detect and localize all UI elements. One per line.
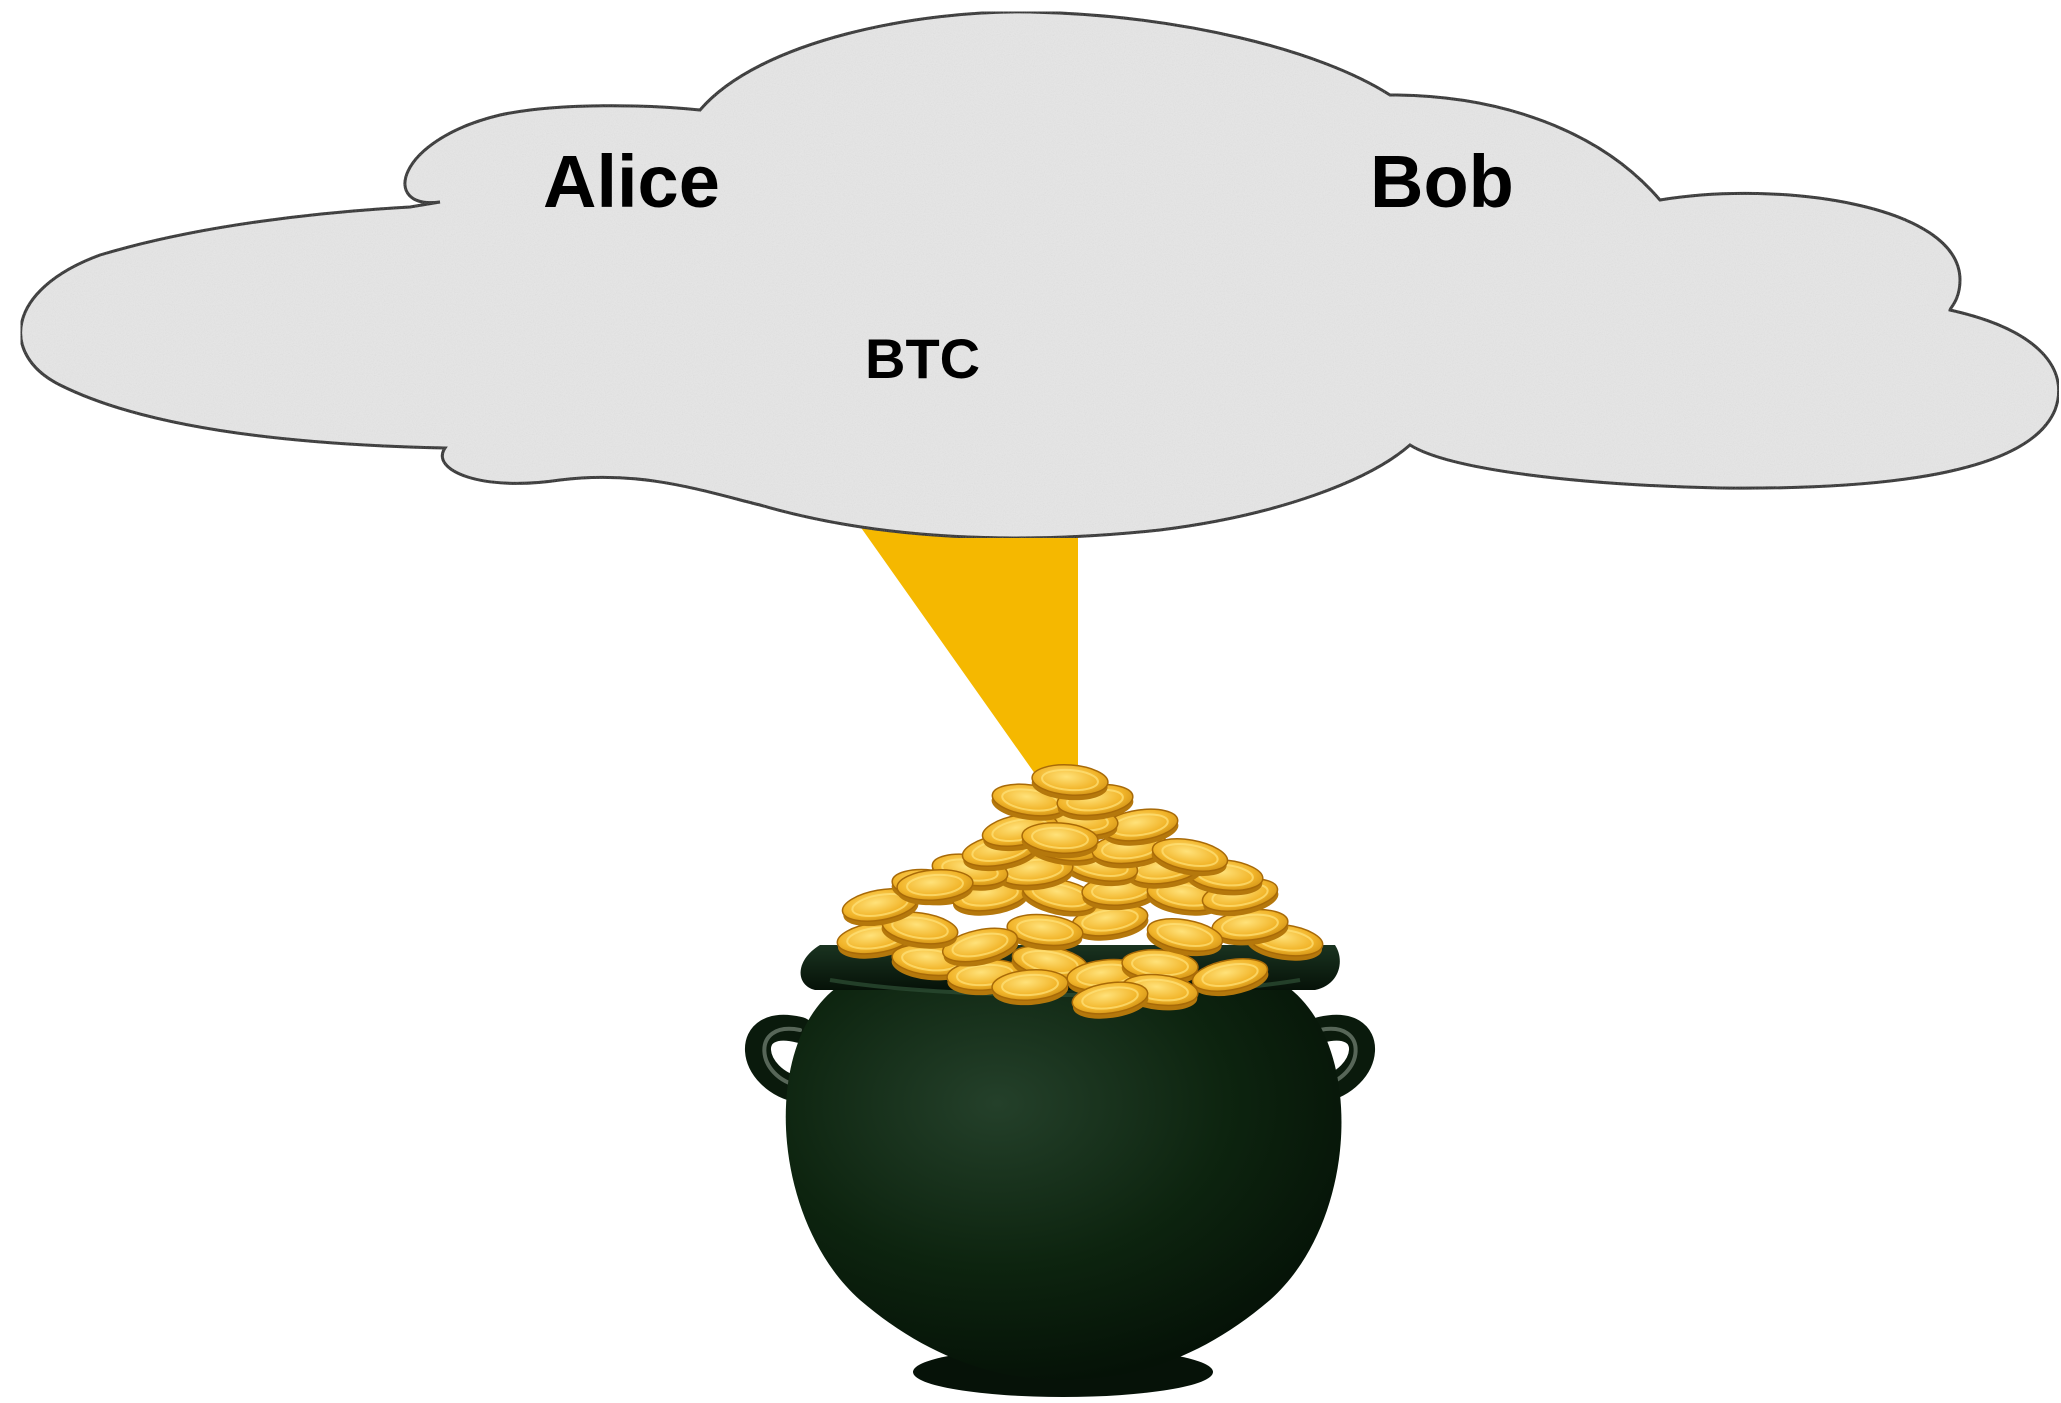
btc-label: BTC (865, 327, 980, 390)
bob-label: Bob (1370, 140, 1514, 223)
cloud-shape (21, 12, 2059, 538)
light-beam (845, 505, 1078, 812)
alice-label: Alice (543, 140, 720, 223)
pot-of-gold-icon (758, 945, 1362, 1397)
